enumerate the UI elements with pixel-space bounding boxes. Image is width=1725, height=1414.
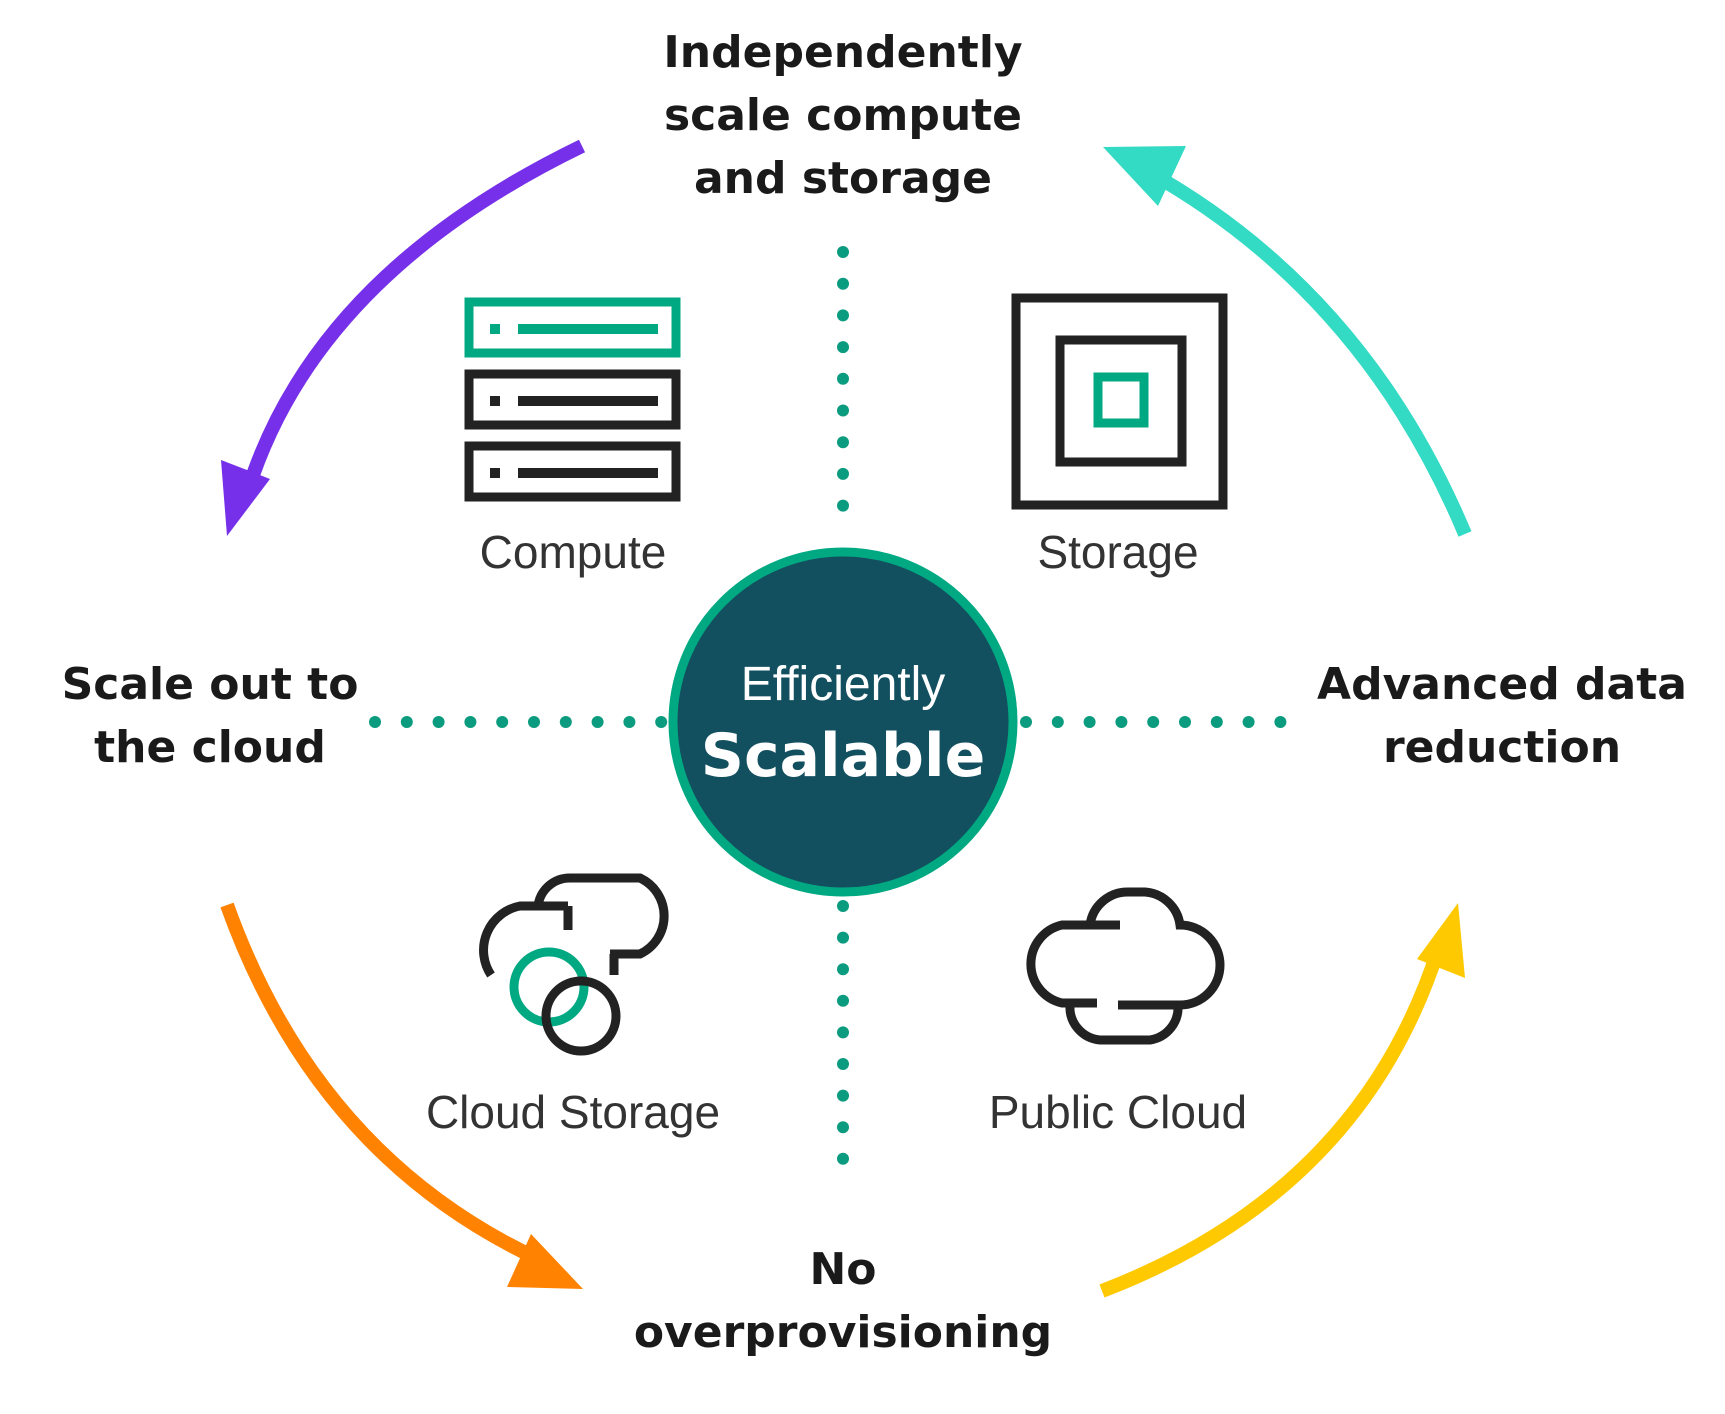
center-line-1: Efficiently <box>741 658 946 711</box>
dot-bottom <box>837 1026 849 1039</box>
compute-quadrant: Compute <box>464 297 681 578</box>
center-badge: Efficiently Scalable <box>668 547 1018 897</box>
dot-top <box>837 499 849 512</box>
arrow-yellow <box>1099 903 1465 1298</box>
top-label: Independently scale compute and storage <box>663 27 1022 204</box>
dot-left <box>559 716 572 728</box>
left-label-line-2: the cloud <box>94 722 326 773</box>
dot-right <box>1242 716 1255 728</box>
dot-bottom <box>837 1121 849 1134</box>
cycle-arrows <box>220 139 1472 1298</box>
top-label-line-3: and storage <box>694 153 992 204</box>
compute-label: Compute <box>480 526 667 578</box>
bottom-label: No overprovisioning <box>634 1244 1052 1358</box>
dot-left <box>623 716 636 728</box>
storage-quadrant: Storage <box>1011 293 1228 578</box>
dot-bottom <box>837 1152 849 1165</box>
public-cloud-label: Public Cloud <box>989 1086 1247 1138</box>
right-label: Advanced data reduction <box>1317 659 1687 773</box>
dot-left <box>464 716 477 728</box>
arrow-purple <box>221 139 586 536</box>
dot-left <box>528 716 540 728</box>
dot-right <box>1115 716 1128 728</box>
dot-left <box>655 716 668 728</box>
left-label: Scale out to the cloud <box>62 659 359 773</box>
dot-top <box>837 467 849 480</box>
dot-left <box>496 716 509 728</box>
top-label-line-2: scale compute <box>664 90 1022 141</box>
dot-left <box>591 716 604 728</box>
dot-top <box>837 404 849 417</box>
arrow-teal <box>1103 146 1472 537</box>
dot-top <box>837 277 849 290</box>
dot-bottom <box>837 1058 849 1070</box>
dot-right <box>1083 716 1096 728</box>
dot-right <box>1210 716 1223 728</box>
dot-bottom <box>837 994 849 1007</box>
dot-top <box>837 246 849 258</box>
bottom-label-line-1: No <box>809 1244 876 1295</box>
dot-top <box>837 309 849 322</box>
dot-bottom <box>837 1089 849 1102</box>
dot-bottom <box>837 900 849 912</box>
center-line-2: Scalable <box>701 721 986 791</box>
top-label-line-1: Independently <box>663 27 1022 78</box>
dot-bottom <box>837 963 849 976</box>
public-cloud-quadrant: Public Cloud <box>989 887 1247 1138</box>
server-stack-icon <box>464 297 681 502</box>
dot-right <box>1179 716 1191 728</box>
dot-right <box>1020 716 1032 728</box>
dotted-divider-lines <box>369 246 1287 1165</box>
bottom-label-line-2: overprovisioning <box>634 1307 1052 1358</box>
storage-box-icon <box>1011 293 1228 510</box>
dot-right <box>1274 716 1287 728</box>
dot-left <box>400 716 413 728</box>
dot-right <box>1147 716 1160 728</box>
dot-top <box>837 341 849 354</box>
cloud-link-icon <box>479 873 669 1056</box>
cloud-storage-quadrant: Cloud Storage <box>426 873 720 1138</box>
cloud-storage-label: Cloud Storage <box>426 1086 720 1138</box>
dot-right <box>1051 716 1064 728</box>
dot-left <box>369 716 381 728</box>
right-label-line-2: reduction <box>1383 722 1621 773</box>
storage-label: Storage <box>1037 526 1198 578</box>
cloud-icon <box>1026 887 1225 1045</box>
left-label-line-1: Scale out to <box>62 659 359 710</box>
right-label-line-1: Advanced data <box>1317 659 1687 710</box>
dot-left <box>432 716 445 728</box>
dot-top <box>837 372 849 385</box>
arrow-orange <box>220 902 583 1289</box>
dot-top <box>837 436 849 449</box>
dot-bottom <box>837 931 849 944</box>
